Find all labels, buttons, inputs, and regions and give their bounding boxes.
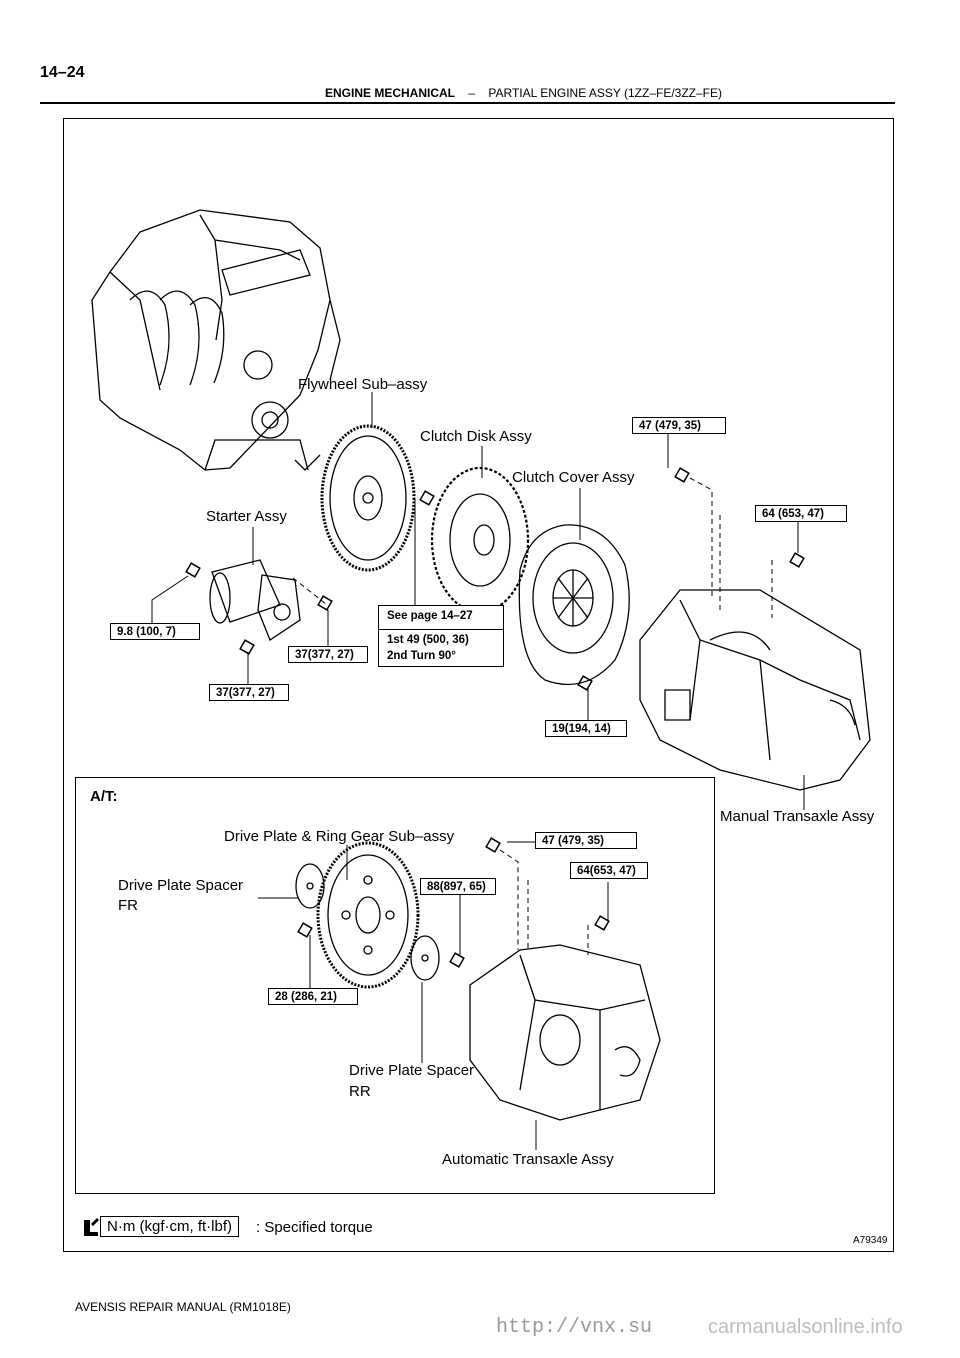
page-footer: AVENSIS REPAIR MANUAL (RM1018E): [75, 1300, 291, 1314]
spacer-rr-drawing: [410, 935, 440, 981]
watermark-link[interactable]: http://vnx.su: [496, 1316, 653, 1339]
manual-transaxle-drawing: [639, 589, 871, 791]
torque-mt-64: 64 (653, 47): [755, 505, 847, 522]
legend-text: : Specified torque: [256, 1219, 373, 1236]
see-page-box: See page 14–27 1st 49 (500, 36) 2nd Turn…: [378, 605, 504, 667]
spacer-fr-drawing: [295, 863, 325, 909]
drive-plate-drawing: [316, 841, 420, 989]
torque-starter-37-lower: 37(377, 27): [209, 684, 289, 701]
torque-at-64: 64(653, 47): [570, 862, 648, 879]
torque-mt-47: 47 (479, 35): [632, 417, 726, 434]
at-frame: [75, 777, 715, 1194]
torque-wrench-icon: [84, 1218, 99, 1236]
engine-block-drawing: [91, 209, 341, 471]
clutch-cover-drawing: [518, 524, 630, 686]
torque-at-47: 47 (479, 35): [535, 832, 637, 849]
subsection-title: PARTIAL ENGINE ASSY (1ZZ–FE/3ZZ–FE): [488, 86, 723, 100]
see-page-torque-2: 2nd Turn 90°: [387, 650, 456, 662]
label-manual-transaxle: Manual Transaxle Assy: [720, 808, 875, 825]
torque-at-88: 88(897, 65): [420, 878, 496, 895]
page-number: 14–24: [40, 64, 85, 81]
label-spacer-rr-line2: RR: [349, 1083, 371, 1100]
see-page-divider: [379, 629, 503, 630]
see-page-torque-1: 1st 49 (500, 36): [387, 634, 469, 646]
watermark-site[interactable]: carmanualsonline.info: [708, 1316, 903, 1338]
figure-id: A79349: [853, 1235, 888, 1246]
bolt-icons: [185, 467, 805, 968]
torque-at-28: 28 (286, 21): [268, 988, 358, 1005]
clutch-disk-drawing: [430, 466, 530, 614]
label-drive-plate: Drive Plate & Ring Gear Sub–assy: [224, 828, 455, 845]
label-spacer-fr-line1: Drive Plate Spacer: [118, 877, 244, 894]
legend-unit-box: N·m (kgf·cm, ft·lbf): [100, 1216, 239, 1237]
label-clutch-disk: Clutch Disk Assy: [420, 428, 532, 445]
label-flywheel: Flywheel Sub–assy: [298, 376, 428, 393]
starter-drawing: [209, 559, 301, 641]
label-spacer-rr-line1: Drive Plate Spacer: [349, 1062, 475, 1079]
automatic-transaxle-drawing: [469, 944, 661, 1121]
label-automatic-transaxle: Automatic Transaxle Assy: [442, 1151, 614, 1168]
torque-starter-9-8: 9.8 (100, 7): [110, 623, 200, 640]
label-clutch-cover: Clutch Cover Assy: [512, 469, 635, 486]
header-separator: –: [468, 86, 476, 100]
torque-starter-37-upper: 37(377, 27): [288, 646, 368, 663]
figure-frame: [63, 118, 894, 1252]
see-page-ref[interactable]: See page 14–27: [387, 610, 473, 622]
flywheel-drawing: [320, 424, 416, 572]
label-at: A/T:: [90, 788, 118, 805]
torque-clutch-19: 19(194, 14): [545, 720, 627, 737]
section-title: ENGINE MECHANICAL: [325, 86, 456, 100]
label-spacer-fr-line2: FR: [118, 897, 138, 914]
header-rule: [40, 102, 895, 104]
label-starter: Starter Assy: [206, 508, 287, 525]
page-header: ENGINE MECHANICAL – PARTIAL ENGINE ASSY …: [325, 86, 722, 100]
